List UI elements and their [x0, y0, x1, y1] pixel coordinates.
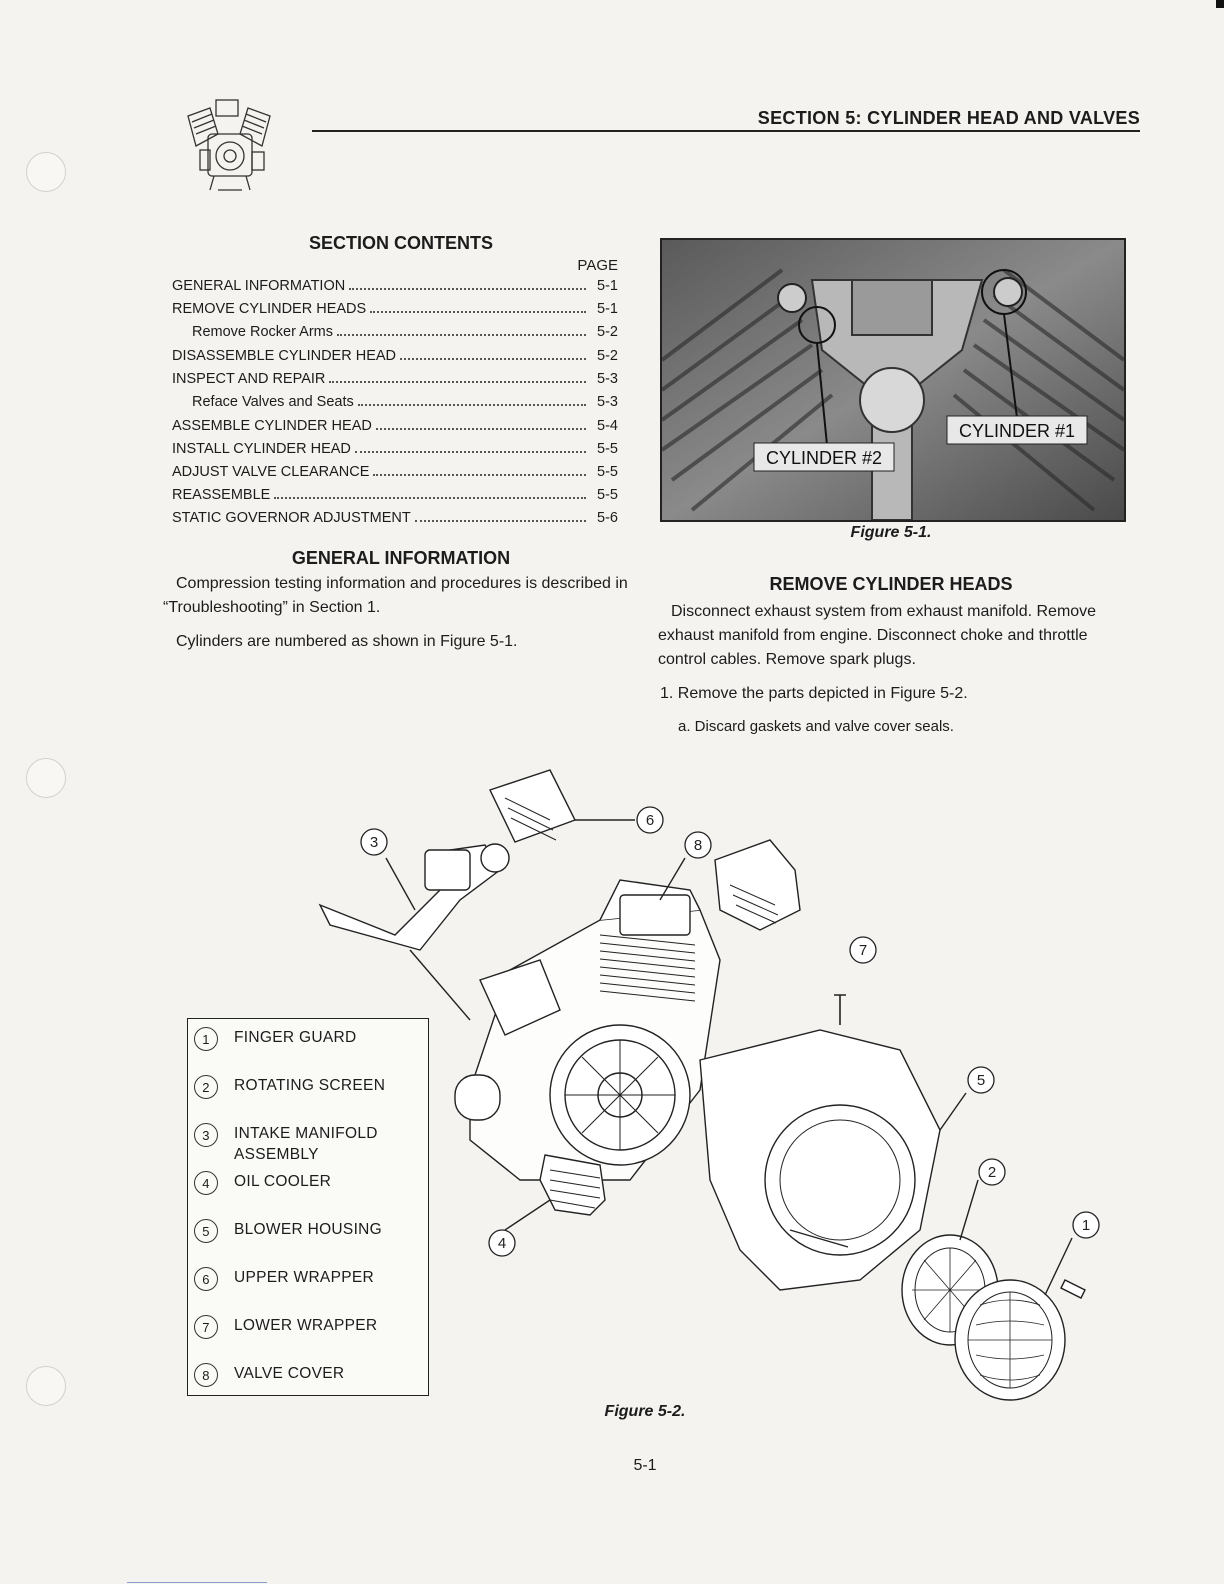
toc-item-assemble-cylinder-head[interactable]: ASSEMBLE CYLINDER HEAD 5-4 — [172, 418, 618, 441]
toc-item-static-governor-adjustment[interactable]: STATIC GOVERNOR ADJUSTMENT 5-6 — [172, 510, 618, 533]
toc-label: REMOVE CYLINDER HEADS — [172, 301, 367, 317]
toc-page: 5-2 — [597, 348, 618, 364]
binder-hole-top — [26, 152, 66, 192]
binder-hole-middle — [26, 758, 66, 798]
toc-label: ADJUST VALVE CLEARANCE — [172, 464, 370, 480]
callout-2: 2 — [988, 1164, 996, 1181]
toc-page: 5-6 — [597, 510, 618, 526]
toc-page: 5-1 — [597, 278, 618, 294]
toc-label: DISASSEMBLE CYLINDER HEAD — [172, 348, 397, 364]
contents-title: SECTION CONTENTS — [308, 233, 493, 253]
toc-page: 5-5 — [597, 464, 618, 480]
toc-item-reface-valves[interactable]: Reface Valves and Seats 5-3 — [172, 394, 618, 418]
toc-item-general-information[interactable]: GENERAL INFORMATION 5-1 — [172, 278, 618, 301]
callout-5: 5 — [977, 1072, 985, 1089]
remove-cylinder-heads-heading: REMOVE CYLINDER HEADS — [769, 574, 1013, 594]
toc-label: STATIC GOVERNOR ADJUSTMENT — [172, 510, 411, 526]
figure-5-2-exploded-diagram: 6 3 8 7 5 2 1 4 — [318, 769, 1100, 1401]
general-information-heading: GENERAL INFORMATION — [291, 548, 511, 568]
general-information-paragraph-2: Cylinders are numbered as shown in Figur… — [176, 633, 518, 650]
toc-label: INSTALL CYLINDER HEAD — [172, 441, 351, 457]
figure-5-2-caption: Figure 5-2. — [604, 1403, 686, 1420]
step-1a: a. Discard gaskets and valve cover seals… — [678, 718, 954, 735]
callout-6: 6 — [646, 812, 654, 829]
toc-page: 5-5 — [597, 441, 618, 457]
toc-label: Remove Rocker Arms — [192, 324, 334, 340]
toc-item-remove-cylinder-heads[interactable]: REMOVE CYLINDER HEADS 5-1 — [172, 301, 618, 324]
toc-page: 5-3 — [597, 394, 618, 410]
contents-page-label: PAGE — [577, 257, 618, 274]
figure-5-1-photo: CYLINDER #2 CYLINDER #1 — [660, 238, 1126, 522]
table-of-contents: GENERAL INFORMATION 5-1 REMOVE CYLINDER H… — [172, 278, 618, 533]
engine-logo-icon — [187, 99, 271, 191]
general-information-paragraph-1: Compression testing information and proc… — [163, 575, 628, 616]
cylinder-1-label: CYLINDER #1 — [959, 421, 1075, 441]
callout-1: 1 — [1082, 1217, 1090, 1234]
toc-item-remove-rocker-arms[interactable]: Remove Rocker Arms 5-2 — [172, 324, 618, 348]
toc-label: Reface Valves and Seats — [192, 394, 354, 410]
cylinder-2-label: CYLINDER #2 — [766, 448, 882, 468]
binder-hole-bottom — [26, 1366, 66, 1406]
toc-label: INSPECT AND REPAIR — [172, 371, 326, 387]
step-1: 1. Remove the parts depicted in Figure 5… — [660, 685, 968, 702]
page-number: 5-1 — [633, 1457, 657, 1474]
callout-3: 3 — [370, 834, 378, 851]
toc-label: ASSEMBLE CYLINDER HEAD — [172, 418, 372, 434]
toc-item-install-cylinder-head[interactable]: INSTALL CYLINDER HEAD 5-5 — [172, 441, 618, 464]
toc-item-disassemble-cylinder-head[interactable]: DISASSEMBLE CYLINDER HEAD 5-2 — [172, 348, 618, 371]
section-header-title: SECTION 5: CYLINDER HEAD AND VALVES — [757, 108, 1140, 128]
toc-page: 5-5 — [597, 487, 618, 503]
toc-item-inspect-and-repair[interactable]: INSPECT AND REPAIR 5-3 — [172, 371, 618, 394]
callout-4: 4 — [498, 1235, 506, 1252]
header-rule — [312, 130, 1140, 132]
toc-label: GENERAL INFORMATION — [172, 278, 346, 294]
remove-cylinder-heads-paragraph: Disconnect exhaust system from exhaust m… — [658, 603, 1097, 668]
toc-item-adjust-valve-clearance[interactable]: ADJUST VALVE CLEARANCE 5-5 — [172, 464, 618, 487]
toc-page: 5-3 — [597, 371, 618, 387]
callout-8: 8 — [694, 837, 702, 854]
callout-7: 7 — [859, 942, 867, 959]
scan-edge-mark — [1216, 0, 1224, 8]
toc-label: REASSEMBLE — [172, 487, 271, 503]
figure-5-1-caption: Figure 5-1. — [850, 524, 932, 541]
toc-page: 5-1 — [597, 301, 618, 317]
toc-item-reassemble[interactable]: REASSEMBLE 5-5 — [172, 487, 618, 510]
bottom-edge-line — [127, 1582, 267, 1583]
toc-page: 5-4 — [597, 418, 618, 434]
toc-page: 5-2 — [597, 324, 618, 340]
